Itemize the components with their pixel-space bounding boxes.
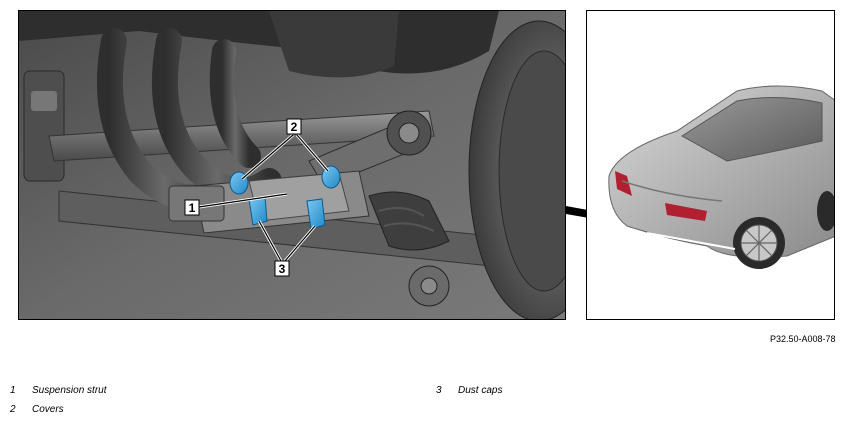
legend-text: Dust caps (458, 385, 503, 396)
figure-reference-code: P32.50-A008-78 (770, 334, 836, 344)
location-marker (646, 232, 736, 250)
legend-item-1: 1 Suspension strut (10, 385, 107, 396)
front-wheel (817, 191, 834, 231)
strut-mount-shape (269, 11, 399, 78)
legend-number: 1 (10, 385, 16, 396)
left-bracket-detail (31, 91, 57, 111)
legend-text: Covers (32, 404, 64, 415)
legend-item-3: 3 Dust caps (436, 385, 502, 396)
leader-lines (198, 134, 329, 262)
suspension-illustration: 2 1 3 (19, 11, 565, 319)
dust-cap-right (306, 198, 326, 230)
tail-light-right (665, 203, 707, 221)
svg-text:2: 2 (291, 120, 298, 134)
legend-item-2: 2 Covers (10, 404, 64, 415)
legend-number: 3 (436, 385, 442, 396)
svg-text:3: 3 (279, 262, 286, 276)
main-illustration-panel: 2 1 3 (18, 10, 566, 320)
legend-text: Suspension strut (32, 385, 107, 396)
lower-mount-bolt (420, 277, 438, 295)
svg-text:1: 1 (189, 201, 196, 215)
callout-3: 3 (274, 260, 290, 277)
car-windows (681, 96, 823, 162)
drive-shaft-boot (368, 191, 450, 251)
legend-number: 2 (10, 404, 16, 415)
ball-joint-nut (398, 122, 420, 144)
vehicle-illustration (608, 85, 834, 269)
left-bracket (23, 70, 65, 182)
vehicle-location-inset (586, 10, 835, 320)
callout-1: 1 (184, 199, 200, 216)
coil-spring-3 (209, 39, 261, 168)
brake-disc-hub (498, 50, 565, 292)
callout-2: 2 (286, 118, 302, 135)
tail-light-left (615, 171, 632, 196)
